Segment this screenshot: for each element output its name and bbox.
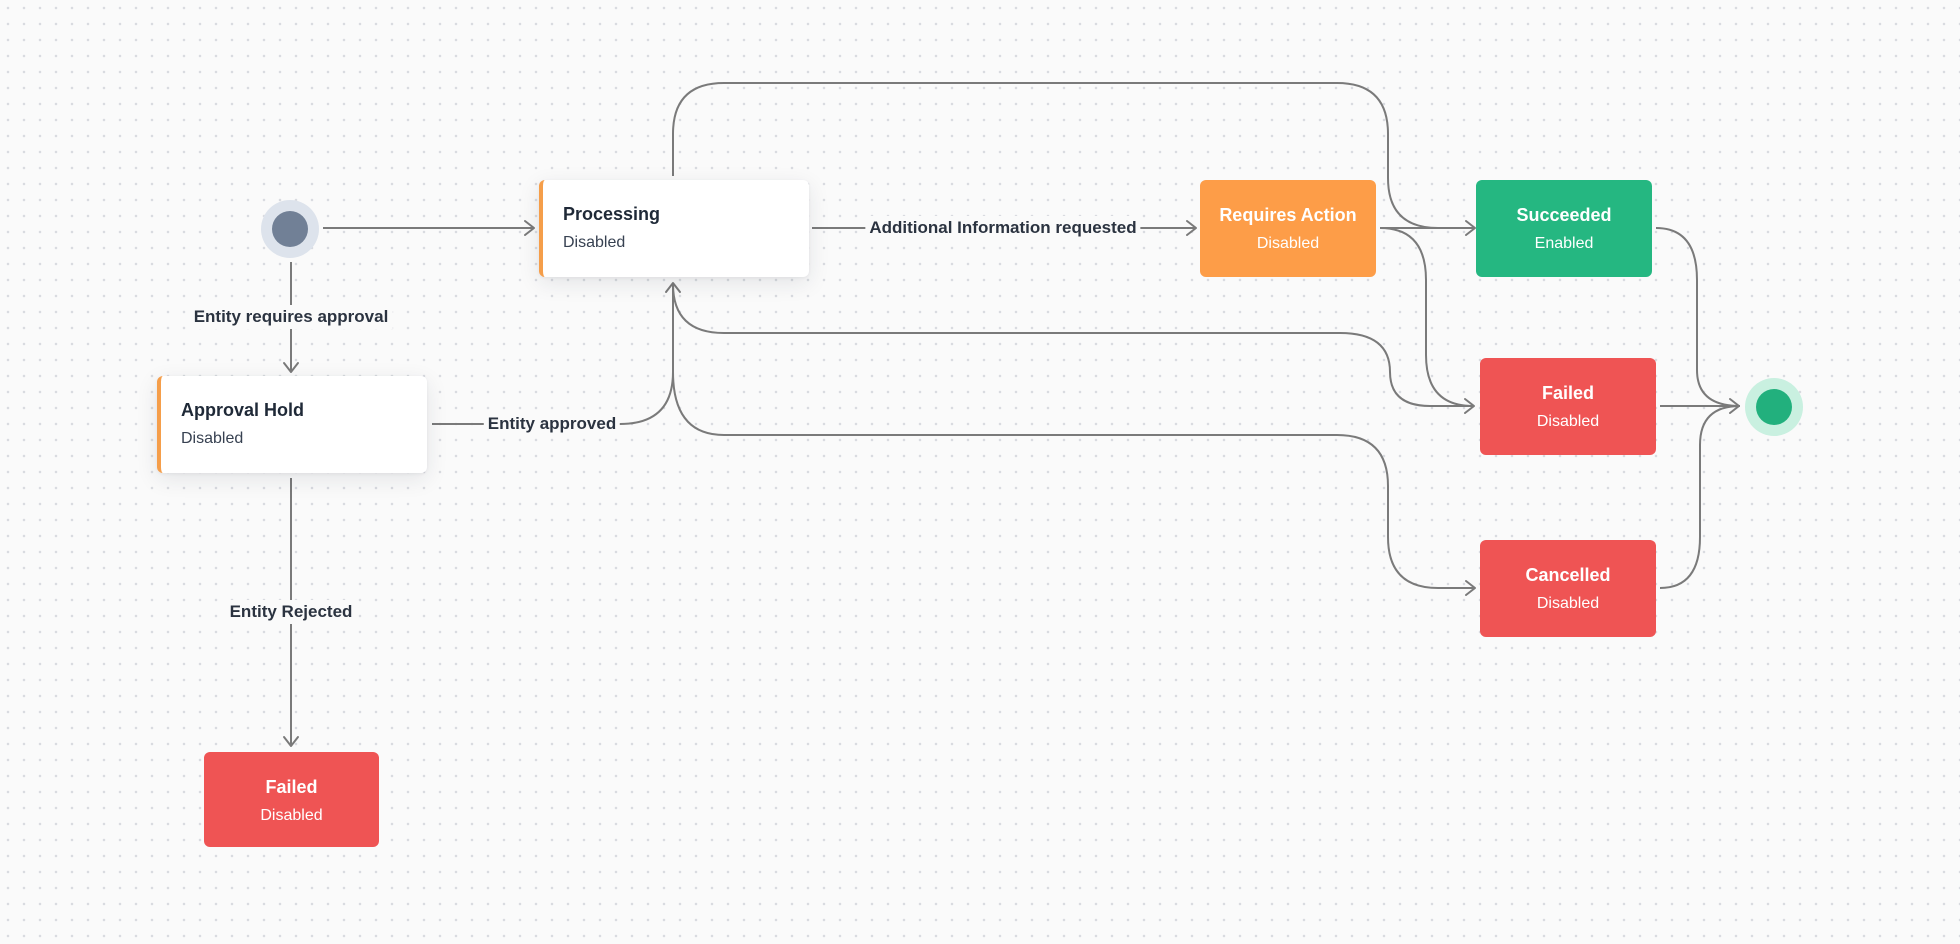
state-status: Disabled bbox=[260, 807, 323, 824]
state-status: Disabled bbox=[563, 234, 626, 251]
arrowhead-succeeded bbox=[1465, 220, 1476, 236]
state-title: Requires Action bbox=[1219, 205, 1357, 225]
edge-approval-to-processing bbox=[432, 284, 674, 425]
end-state-dot bbox=[1756, 389, 1792, 425]
edge-processing-to-failed bbox=[672, 283, 1473, 407]
state-title: Approval Hold bbox=[181, 400, 305, 420]
arrowhead-cancelled bbox=[1465, 580, 1476, 596]
state-node-failed[interactable]: Failed Disabled bbox=[1480, 358, 1656, 455]
edge-label-entity-approved: Entity approved bbox=[483, 412, 621, 436]
state-node-processing[interactable]: Processing Disabled bbox=[539, 180, 809, 277]
edge-cancelled-to-end bbox=[1659, 405, 1741, 589]
edge-succeeded-to-end bbox=[1655, 227, 1741, 407]
arrowhead-failed-rejected bbox=[283, 736, 299, 747]
state-status: Disabled bbox=[1536, 413, 1600, 430]
state-node-cancelled[interactable]: Cancelled Disabled bbox=[1480, 540, 1656, 637]
arrowhead-processing-bottom bbox=[665, 282, 681, 293]
state-title: Failed bbox=[1541, 383, 1594, 403]
edge-label-entity-rejected: Entity Rejected bbox=[225, 600, 357, 624]
edge-label-additional-info: Additional Information requested bbox=[865, 216, 1141, 240]
start-state-dot bbox=[272, 211, 308, 247]
state-title: Succeeded bbox=[1516, 205, 1612, 225]
state-node-requires-action[interactable]: Requires Action Disabled bbox=[1200, 180, 1376, 277]
edge-requires-action-to-failed bbox=[1379, 227, 1474, 407]
arrowhead-approval-hold bbox=[283, 362, 299, 373]
edge-processing-to-succeeded bbox=[672, 82, 1474, 229]
arrowhead-processing bbox=[524, 220, 535, 236]
state-status: Enabled bbox=[1534, 235, 1594, 252]
arrowhead-requires-action bbox=[1186, 220, 1197, 236]
state-status: Disabled bbox=[181, 430, 244, 447]
state-node-succeeded[interactable]: Succeeded Enabled bbox=[1476, 180, 1652, 277]
arrowhead-failed-main bbox=[1464, 398, 1475, 414]
state-status: Disabled bbox=[1256, 235, 1320, 252]
state-node-approval-hold[interactable]: Approval Hold Disabled bbox=[157, 376, 427, 473]
state-title: Failed bbox=[265, 777, 318, 797]
edge-label-entity-requires-approval: Entity requires approval bbox=[189, 305, 393, 329]
state-title: Processing bbox=[563, 204, 661, 224]
arrowhead-end bbox=[1729, 398, 1740, 414]
state-title: Cancelled bbox=[1525, 565, 1611, 585]
edge-processing-to-cancelled bbox=[672, 371, 1474, 589]
state-node-failed-rejected[interactable]: Failed Disabled bbox=[204, 752, 379, 847]
state-status: Disabled bbox=[1536, 595, 1600, 612]
